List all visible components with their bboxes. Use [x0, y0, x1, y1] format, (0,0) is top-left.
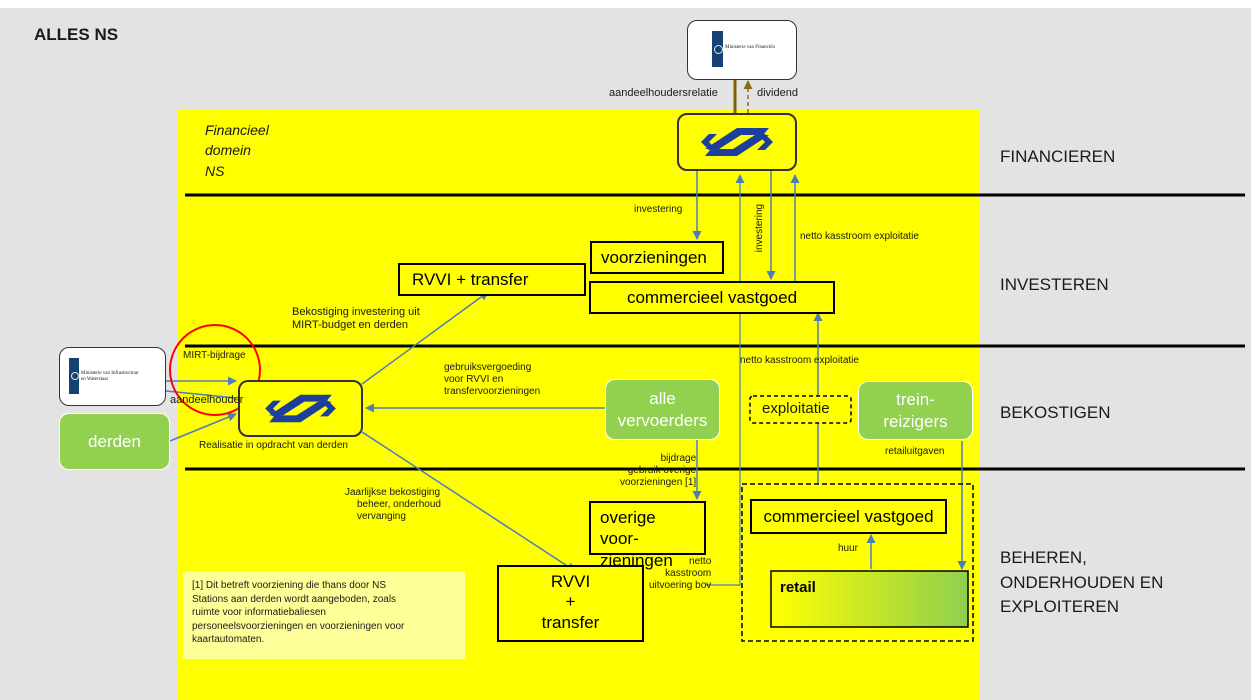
domain-bekostigen: BEKOSTIGEN	[1000, 403, 1111, 422]
exploitatie-label: exploitatie	[762, 400, 830, 417]
retail-box	[770, 570, 969, 628]
rvvi-transfer-top-box: RVVI + transfer	[398, 263, 586, 296]
ministerie-financien-label: Ministerie van Financiën	[725, 45, 775, 50]
rvvi-transfer-bottom-box: RVVI+transfer	[497, 565, 644, 642]
voorzieningen-label: voorzieningen	[601, 248, 707, 267]
investering-vertical-label: investering	[754, 203, 766, 253]
overige-voorzieningen-box: overige voor-zieningen [1]	[589, 501, 706, 591]
ns-logo-icon	[265, 394, 336, 423]
crest-icon	[71, 372, 79, 380]
ns-bekostigen-card	[238, 380, 363, 437]
retailuitgaven-label: retailuitgaven	[885, 446, 945, 457]
commercieel-vastgoed-bottom-label: commercieel vastgoed	[763, 507, 934, 526]
ns-logo-icon	[701, 128, 773, 156]
highlight-circle	[169, 324, 261, 416]
netto-kasstroom-top-label: netto kasstroom exploitatie	[800, 231, 919, 242]
aandeelhouder-line	[165, 390, 237, 399]
derden-node: derden	[59, 413, 170, 470]
aandeelhoudersrelatie-label: aandeelhoudersrelatie	[609, 87, 718, 99]
ns-financieel-card	[677, 113, 797, 171]
aandeelhouder-label: aandeelhouder	[170, 394, 244, 406]
footnote-text: [1] Dit betreft voorziening die thans do…	[192, 580, 405, 645]
crest-icon	[714, 45, 723, 54]
bekostiging-investering-arrow	[361, 291, 489, 385]
dividend-label: dividend	[757, 87, 798, 99]
realisatie-label: Realisatie in opdracht van derden	[199, 440, 348, 451]
ministerie-financien-card: Ministerie van Financiën	[687, 20, 797, 80]
derden-arrow	[169, 412, 237, 442]
domain-financieren: FINANCIEREN	[1000, 147, 1116, 166]
voorzieningen-box: voorzieningen	[590, 241, 724, 274]
mirt-bijdrage-label: MIRT-bijdrage	[183, 350, 246, 361]
exploitatie-group-dashed-box	[741, 483, 974, 642]
commercieel-vastgoed-top-box: commercieel vastgoed	[589, 281, 835, 314]
huur-label: huur	[838, 543, 859, 554]
exploitatie-dashed-box	[749, 395, 852, 424]
commercieel-vastgoed-top-label: commercieel vastgoed	[626, 288, 798, 307]
domain-investeren: INVESTEREN	[1000, 275, 1109, 294]
netto-kasstroom-mid-label: netto kasstroom exploitatie	[740, 355, 859, 366]
investering-label: investering	[634, 204, 683, 215]
jaarlijkse-bekostiging-arrow	[361, 431, 576, 572]
commercieel-vastgoed-bottom-box: commercieel vastgoed	[750, 499, 947, 534]
page-title: ALLES NS	[34, 25, 119, 44]
rvvi-transfer-top-label: RVVI + transfer	[412, 270, 529, 289]
retail-label: retail	[780, 579, 816, 596]
treinreizigers-node: trein-reizigers	[858, 381, 973, 440]
footnote-box	[183, 571, 465, 659]
